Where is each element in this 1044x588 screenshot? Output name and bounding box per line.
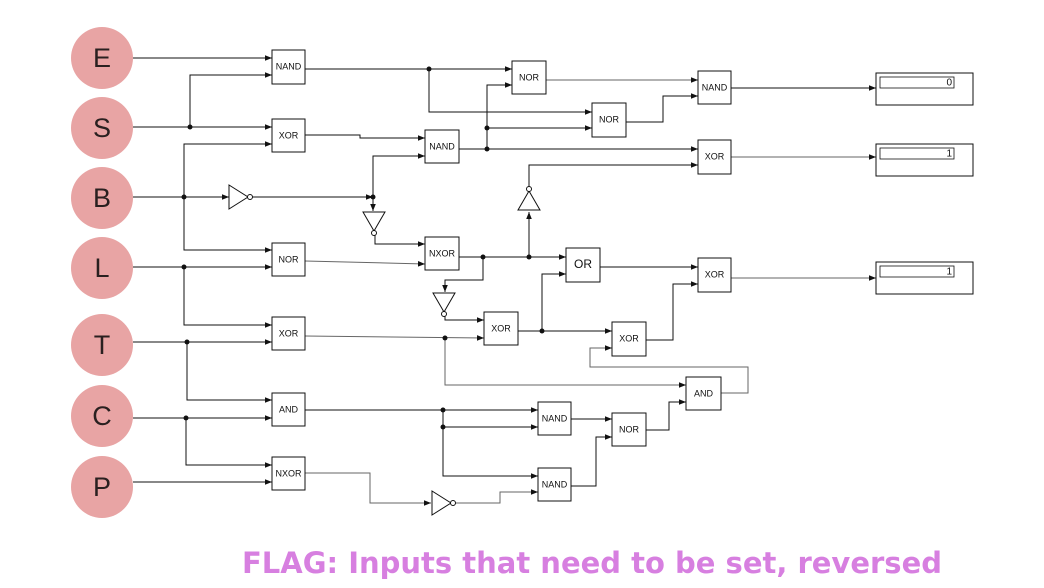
output-displays: 0 1 1	[875, 72, 974, 295]
gate-xor: XOR	[483, 311, 519, 346]
junction-dots	[181, 66, 545, 430]
gate-label: NAND	[542, 479, 568, 489]
input-t: T	[71, 314, 133, 376]
gate-label: XOR	[705, 151, 725, 161]
gate-nor: NOR	[511, 60, 547, 95]
input-label: C	[92, 401, 112, 431]
gate-nxor: NXOR	[424, 236, 460, 271]
gate-label: XOR	[619, 333, 639, 343]
gate-nand: NAND	[271, 49, 306, 85]
gate-or: OR	[565, 247, 601, 283]
gate-label: NOR	[599, 114, 620, 124]
gate-label: NXOR	[429, 248, 456, 258]
display-value: 1	[946, 149, 952, 160]
input-b: B	[71, 167, 133, 229]
gate-label: NAND	[429, 141, 455, 151]
gate-nand: NAND	[424, 129, 460, 164]
display-value: 1	[946, 267, 952, 278]
input-label: B	[93, 183, 111, 213]
wires	[133, 55, 876, 506]
gate-label: NAND	[542, 413, 568, 423]
gate-label: NXOR	[275, 468, 302, 478]
gate-nor: NOR	[611, 412, 647, 447]
gate-xor: XOR	[697, 139, 732, 175]
input-c: C	[71, 385, 133, 447]
gates: NAND XOR NOR XOR AND NXOR NOR NAND	[271, 49, 732, 502]
gate-and: AND	[271, 392, 306, 427]
flag-caption: FLAG: Inputs that need to be set, revers…	[241, 546, 942, 580]
gate-label: NAND	[702, 82, 728, 92]
gate-xor: XOR	[271, 316, 306, 351]
gate-label: NAND	[276, 61, 302, 71]
display-value: 0	[946, 78, 952, 89]
input-e: E	[71, 27, 133, 89]
input-circles: E S B L T C P	[71, 27, 133, 518]
input-label: E	[93, 43, 111, 73]
inverter-b	[228, 184, 253, 210]
gate-label: AND	[694, 388, 714, 398]
inverter-p	[431, 490, 456, 516]
gate-label: NOR	[279, 254, 300, 264]
inverter-up	[517, 186, 541, 211]
gate-nand: NAND	[537, 401, 572, 436]
gate-xor: XOR	[611, 321, 647, 357]
gate-label: XOR	[491, 323, 511, 333]
output-display: 0	[875, 72, 974, 106]
output-display: 1	[875, 261, 974, 295]
gate-label: AND	[279, 404, 299, 414]
gate-label: XOR	[279, 130, 299, 140]
gate-label: OR	[574, 257, 592, 271]
input-p: P	[71, 456, 133, 518]
gate-nxor: NXOR	[271, 456, 306, 491]
input-label: T	[94, 330, 111, 360]
gate-xor: XOR	[271, 118, 306, 153]
input-label: S	[93, 113, 111, 143]
gate-nand: NAND	[537, 467, 572, 502]
input-s: S	[71, 97, 133, 159]
gate-nand: NAND	[697, 70, 732, 105]
output-display: 1	[875, 143, 974, 177]
gate-label: NOR	[619, 424, 640, 434]
gate-and: AND	[685, 376, 722, 411]
input-label: L	[94, 253, 109, 283]
inverter-nxor-down	[432, 292, 456, 317]
gate-label: XOR	[279, 328, 299, 338]
inverter-b-down	[362, 211, 386, 236]
gate-label: XOR	[705, 269, 725, 279]
gate-label: NOR	[519, 72, 540, 82]
gate-xor: XOR	[697, 257, 732, 293]
gate-nor: NOR	[271, 242, 306, 277]
input-label: P	[93, 472, 111, 502]
inverters	[228, 184, 541, 516]
gate-nor: NOR	[591, 102, 627, 138]
input-l: L	[71, 237, 133, 299]
